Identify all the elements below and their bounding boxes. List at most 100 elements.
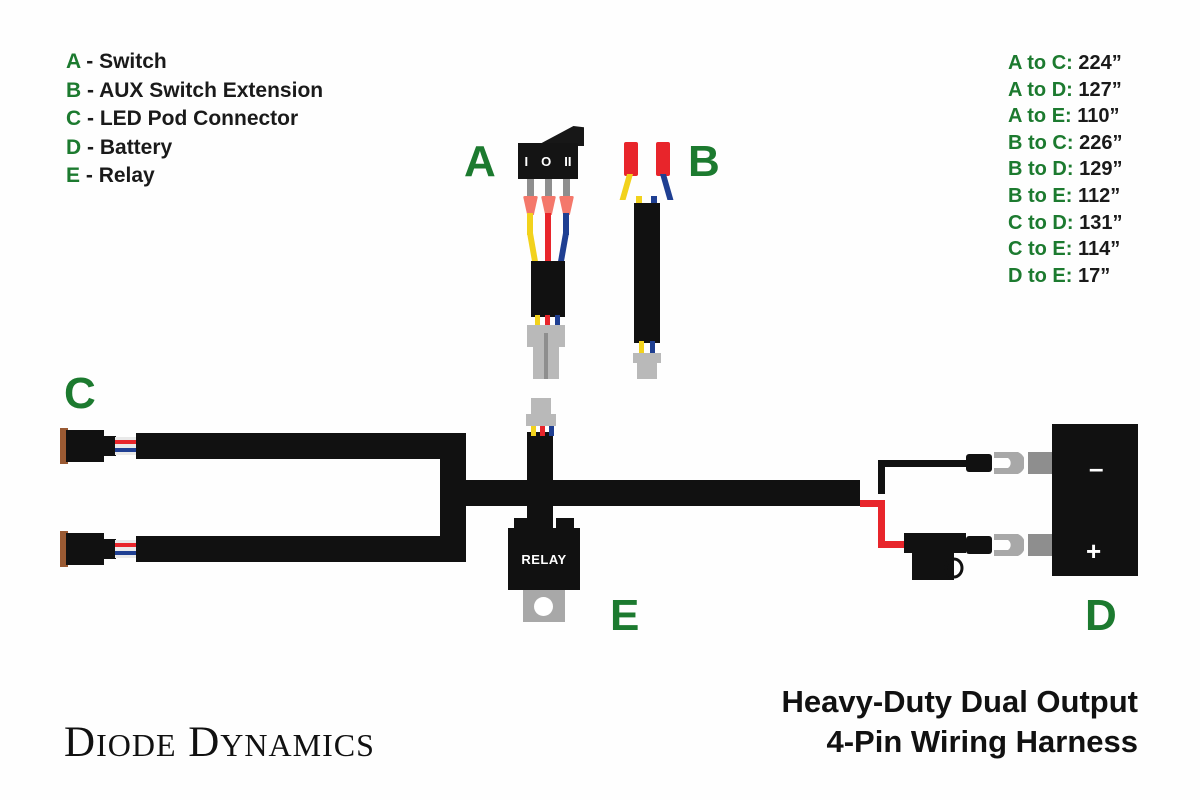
callout-e: E bbox=[610, 591, 640, 640]
negative-lead-boot bbox=[966, 454, 992, 472]
legend-label-a: Switch bbox=[99, 50, 167, 73]
relay-switch-branch bbox=[527, 432, 553, 532]
wire-red bbox=[545, 213, 551, 263]
fuse-holder-tether-icon bbox=[944, 546, 964, 579]
measurement-value: 226” bbox=[1079, 131, 1123, 154]
measurement-label: C to D: bbox=[1008, 211, 1074, 234]
wire-blue bbox=[549, 424, 554, 436]
measurement-label: D to E: bbox=[1008, 264, 1073, 287]
brand-ynamics: YNAMICS bbox=[220, 727, 375, 763]
pod-cable-upper bbox=[136, 433, 466, 459]
legend: A - Switch B - AUX Switch Extension C - … bbox=[66, 48, 323, 191]
harness-connector-collar bbox=[526, 414, 556, 426]
measurement-value: 110” bbox=[1077, 105, 1120, 128]
switch-mark-on: I bbox=[524, 153, 529, 169]
switch-cable-sleeve bbox=[531, 261, 565, 317]
legend-key-c: C bbox=[66, 107, 82, 130]
measurement-value: 114” bbox=[1078, 238, 1121, 261]
battery-body bbox=[1052, 424, 1138, 576]
brand-iode: IODE bbox=[96, 727, 177, 763]
legend-sep-d: - bbox=[81, 135, 100, 159]
battery-positive-symbol: + bbox=[1086, 536, 1102, 566]
wire-red bbox=[115, 440, 137, 444]
product-title: Heavy-Duty Dual Output 4-Pin Wiring Harn… bbox=[781, 682, 1138, 762]
bullet-connector bbox=[656, 142, 670, 176]
legend-key-e: E bbox=[66, 164, 81, 187]
wire-yellow bbox=[527, 213, 533, 235]
relay-mounting-hole bbox=[534, 597, 553, 616]
battery-post-positive bbox=[1028, 534, 1054, 556]
brand-d1: D bbox=[64, 719, 97, 766]
legend-label-c: LED Pod Connector bbox=[99, 107, 299, 130]
measurement-row: B to C: 226” bbox=[1008, 130, 1122, 157]
measurement-label: B to C: bbox=[1008, 131, 1074, 154]
measurement-value: 224” bbox=[1078, 52, 1122, 74]
main-harness-bus bbox=[440, 480, 860, 506]
switch-markings: I O II bbox=[518, 143, 578, 179]
measurement-value: 17” bbox=[1078, 264, 1111, 287]
relay-label: RELAY bbox=[508, 528, 580, 590]
measurement-label: A to E: bbox=[1008, 105, 1072, 128]
wire-red bbox=[540, 424, 545, 436]
wire-yellow bbox=[531, 424, 536, 436]
relay-body bbox=[508, 528, 580, 590]
legend-key-d: D bbox=[66, 135, 82, 159]
legend-sep-e: - bbox=[80, 164, 99, 187]
battery-post-negative bbox=[1028, 452, 1054, 474]
legend-item-e: E - Relay bbox=[66, 162, 323, 191]
wire-blue bbox=[555, 315, 560, 327]
measurement-row: B to E: 112” bbox=[1008, 183, 1122, 210]
measurement-value: 131” bbox=[1079, 211, 1123, 234]
switch-pin bbox=[545, 179, 552, 197]
callout-d: D bbox=[1085, 591, 1117, 640]
legend-label-b: AUX Switch Extension bbox=[99, 78, 324, 102]
switch-connector-latch bbox=[544, 333, 548, 379]
bullet-connector bbox=[624, 142, 638, 176]
negative-lead-horizontal bbox=[878, 460, 978, 467]
legend-sep-a: - bbox=[80, 50, 100, 73]
measurement-row: D to E: 17” bbox=[1008, 263, 1122, 290]
wire-red bbox=[545, 315, 550, 327]
legend-key-a: A bbox=[66, 50, 81, 73]
aux-connector-collar bbox=[633, 353, 661, 363]
pod-connector-body bbox=[66, 533, 104, 565]
battery-negative-symbol: – bbox=[1089, 453, 1104, 483]
switch-body bbox=[518, 143, 578, 179]
legend-label-d: Battery bbox=[99, 135, 173, 159]
callout-a: A bbox=[464, 137, 496, 186]
pod-connector-neck bbox=[102, 539, 116, 559]
wire-yellow bbox=[619, 174, 633, 200]
legend-item-d: D - Battery bbox=[66, 134, 323, 163]
positive-lead-vertical bbox=[878, 500, 885, 548]
wire-blue bbox=[651, 196, 657, 206]
switch-mark-off: O bbox=[541, 153, 552, 169]
measurement-row: C to D: 131” bbox=[1008, 210, 1122, 237]
legend-item-a: A - Switch bbox=[66, 48, 323, 77]
relay-label-text: RELAY bbox=[521, 551, 567, 567]
measurement-label: A to D: bbox=[1008, 78, 1073, 101]
aux-connector-body bbox=[637, 361, 657, 379]
harness-connector-body bbox=[531, 398, 551, 416]
measurement-row: A to E: 110” bbox=[1008, 103, 1122, 130]
wire-blue bbox=[115, 551, 137, 555]
crimp-terminal bbox=[523, 196, 538, 215]
callout-c: C bbox=[64, 369, 96, 418]
pod-connector-neck bbox=[102, 436, 116, 456]
switch-mark-aux: II bbox=[564, 153, 572, 169]
pod-cable-lower bbox=[136, 536, 466, 562]
legend-key-b: B bbox=[66, 78, 82, 102]
brand-d2: D bbox=[188, 719, 221, 766]
wire-yellow bbox=[636, 196, 642, 206]
legend-sep-b: - bbox=[81, 78, 100, 102]
measurement-value: 112” bbox=[1078, 184, 1121, 207]
pod-connector-ring bbox=[60, 531, 68, 567]
measurement-label: B to D: bbox=[1008, 158, 1074, 181]
legend-label-e: Relay bbox=[98, 164, 155, 187]
crimp-terminal bbox=[541, 196, 556, 215]
pod-connector-ring bbox=[60, 428, 68, 464]
fork-terminal-negative bbox=[994, 452, 1024, 474]
legend-item-b: B - AUX Switch Extension bbox=[66, 77, 323, 106]
switch-pin bbox=[563, 179, 570, 197]
positive-lead-stub bbox=[860, 500, 885, 507]
